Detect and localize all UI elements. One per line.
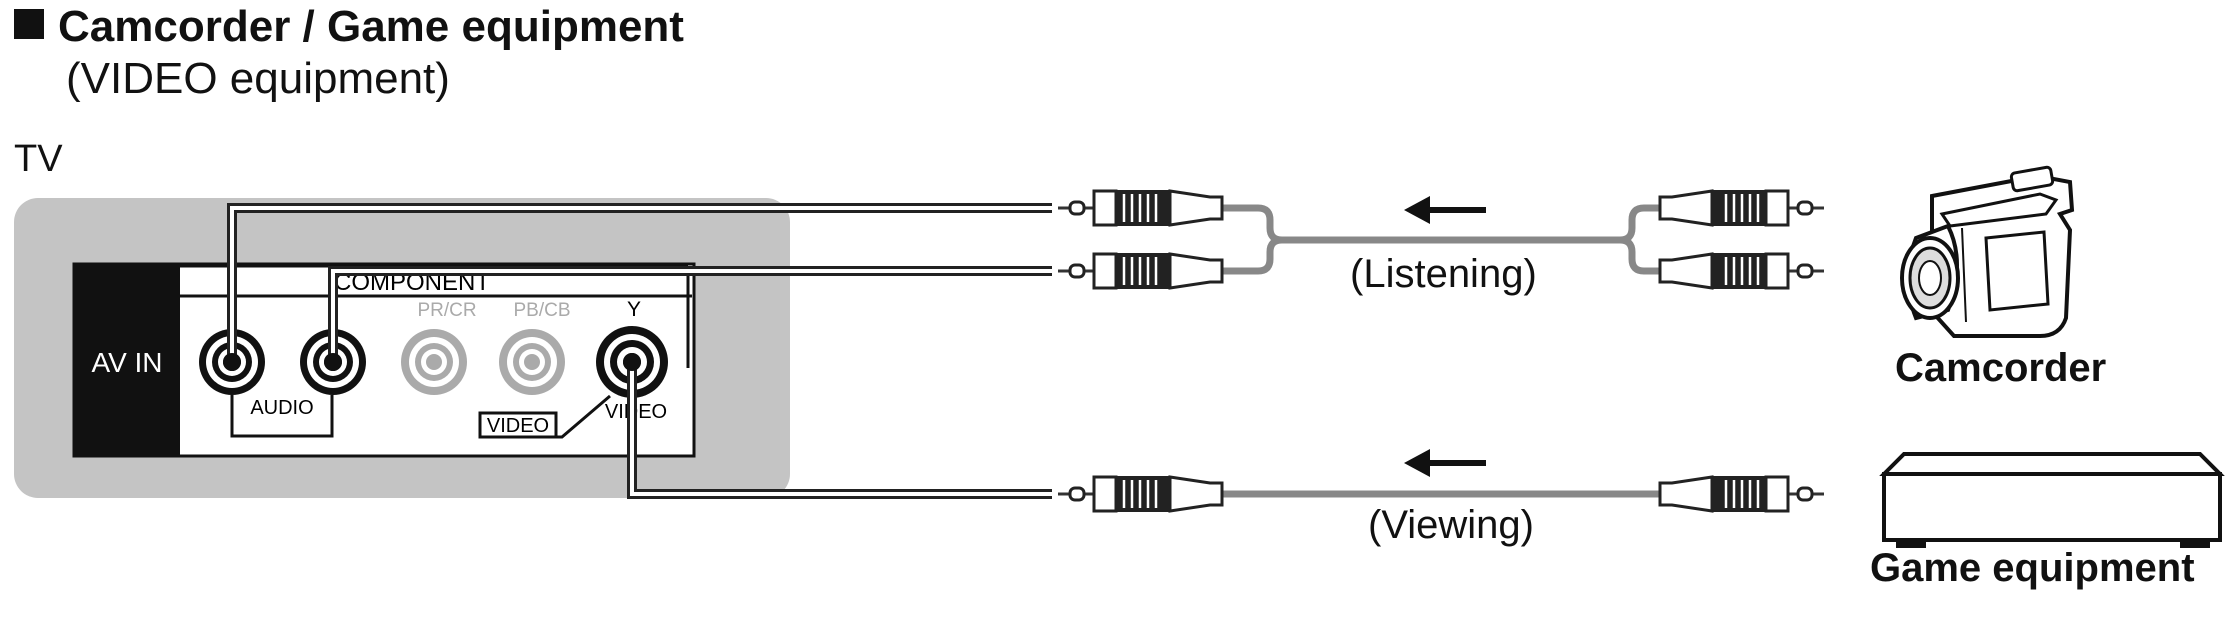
wire-audio-left bbox=[227, 203, 1052, 362]
viewing-label: (Viewing) bbox=[1368, 503, 1534, 547]
pr-cr-label: PR/CR bbox=[417, 300, 476, 321]
arrow-left-icon bbox=[1404, 449, 1486, 477]
video-box-label: VIDEO bbox=[487, 415, 549, 437]
audio-cable-bottom bbox=[1220, 236, 1660, 275]
wire-video bbox=[627, 362, 1052, 499]
y-label: Y bbox=[627, 298, 641, 321]
plug-audio-right-cam bbox=[1660, 253, 1824, 289]
jack-pb-cb bbox=[499, 329, 565, 395]
camcorder-label: Camcorder bbox=[1895, 346, 2107, 390]
bullet-square-icon bbox=[14, 9, 44, 39]
camcorder-icon bbox=[1900, 165, 2075, 338]
title-text: Camcorder / Game equipment bbox=[58, 2, 684, 51]
listening-label: (Listening) bbox=[1350, 252, 1537, 296]
game-console-icon bbox=[1879, 452, 2225, 548]
plug-audio-right-tv bbox=[1056, 251, 1224, 291]
audio-label: AUDIO bbox=[250, 397, 313, 419]
av-in-block bbox=[74, 264, 180, 456]
plug-audio-left-cam bbox=[1660, 190, 1824, 226]
page-subtitle: (VIDEO equipment) bbox=[66, 54, 450, 103]
audio-cable-top bbox=[1220, 204, 1660, 244]
jack-pr-cr bbox=[401, 329, 467, 395]
plug-video-game bbox=[1660, 476, 1824, 512]
pb-cb-label: PB/CB bbox=[513, 300, 570, 321]
wire-audio-right bbox=[328, 266, 1052, 362]
arrow-left-icon bbox=[1404, 196, 1486, 224]
page-title: Camcorder / Game equipment bbox=[14, 2, 684, 52]
av-in-label: AV IN bbox=[91, 347, 162, 378]
game-equipment-label: Game equipment bbox=[1870, 546, 2195, 590]
plug-audio-left-tv bbox=[1056, 188, 1224, 228]
plug-video-tv bbox=[1056, 474, 1224, 514]
tv-label: TV bbox=[14, 138, 63, 180]
